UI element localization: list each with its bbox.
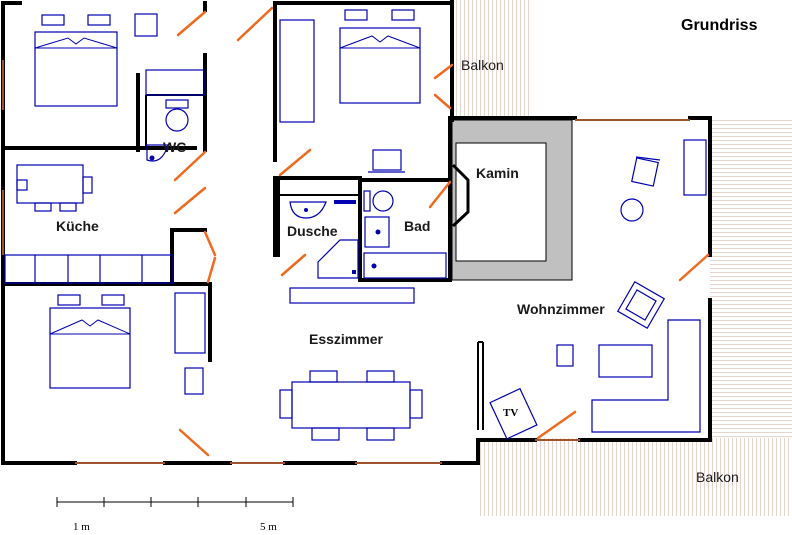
- balcony-right: [710, 118, 792, 438]
- doors: [173, 6, 710, 457]
- shower-fixtures: [289, 200, 359, 279]
- plan-title: Grundriss: [681, 17, 758, 34]
- kitchen-table: [16, 164, 93, 212]
- room-label-kamin: Kamin: [476, 165, 519, 181]
- room-label-dusche: Dusche: [287, 223, 338, 239]
- balcony-bottom: [478, 438, 792, 516]
- tv: TV: [489, 387, 538, 440]
- room-label-balkon-bottom: Balkon: [696, 469, 739, 485]
- windows: [2, 60, 690, 464]
- room-label-kueche: Küche: [56, 218, 99, 234]
- room-label-wohnzimmer: Wohnzimmer: [517, 301, 605, 317]
- room-label-balkon-top: Balkon: [461, 57, 504, 73]
- bed-top-middle: [339, 9, 421, 104]
- wardrobe-bottom-left: [174, 292, 206, 354]
- kitchen-counter: [4, 254, 174, 284]
- room-label-esszimmer: Esszimmer: [309, 331, 383, 347]
- balcony-top: [452, 0, 530, 118]
- bed-bottom-left: [49, 294, 131, 389]
- cabinet-bottom-left: [184, 367, 204, 395]
- scale-bar: 1 m 5 m: [56, 497, 294, 533]
- scale-label-5m: 5 m: [260, 521, 277, 533]
- desk-top-middle: [372, 149, 402, 171]
- wardrobe-top-middle: [279, 19, 315, 123]
- dining-table: [279, 370, 423, 441]
- room-label-wc: WC: [163, 139, 186, 155]
- living-furniture: [556, 139, 707, 433]
- bath-fixtures: [363, 190, 447, 279]
- chair-top-left: [134, 13, 158, 37]
- fireplace: [451, 119, 573, 281]
- bed-top-left: [34, 14, 118, 107]
- room-label-bad: Bad: [404, 218, 430, 234]
- scale-label-1m: 1 m: [73, 521, 90, 533]
- sideboard: [289, 287, 415, 304]
- tv-label: TV: [503, 407, 518, 419]
- wc-fixtures: [146, 99, 189, 162]
- cabinet-top-left: [145, 69, 205, 96]
- walls: [1, 0, 712, 465]
